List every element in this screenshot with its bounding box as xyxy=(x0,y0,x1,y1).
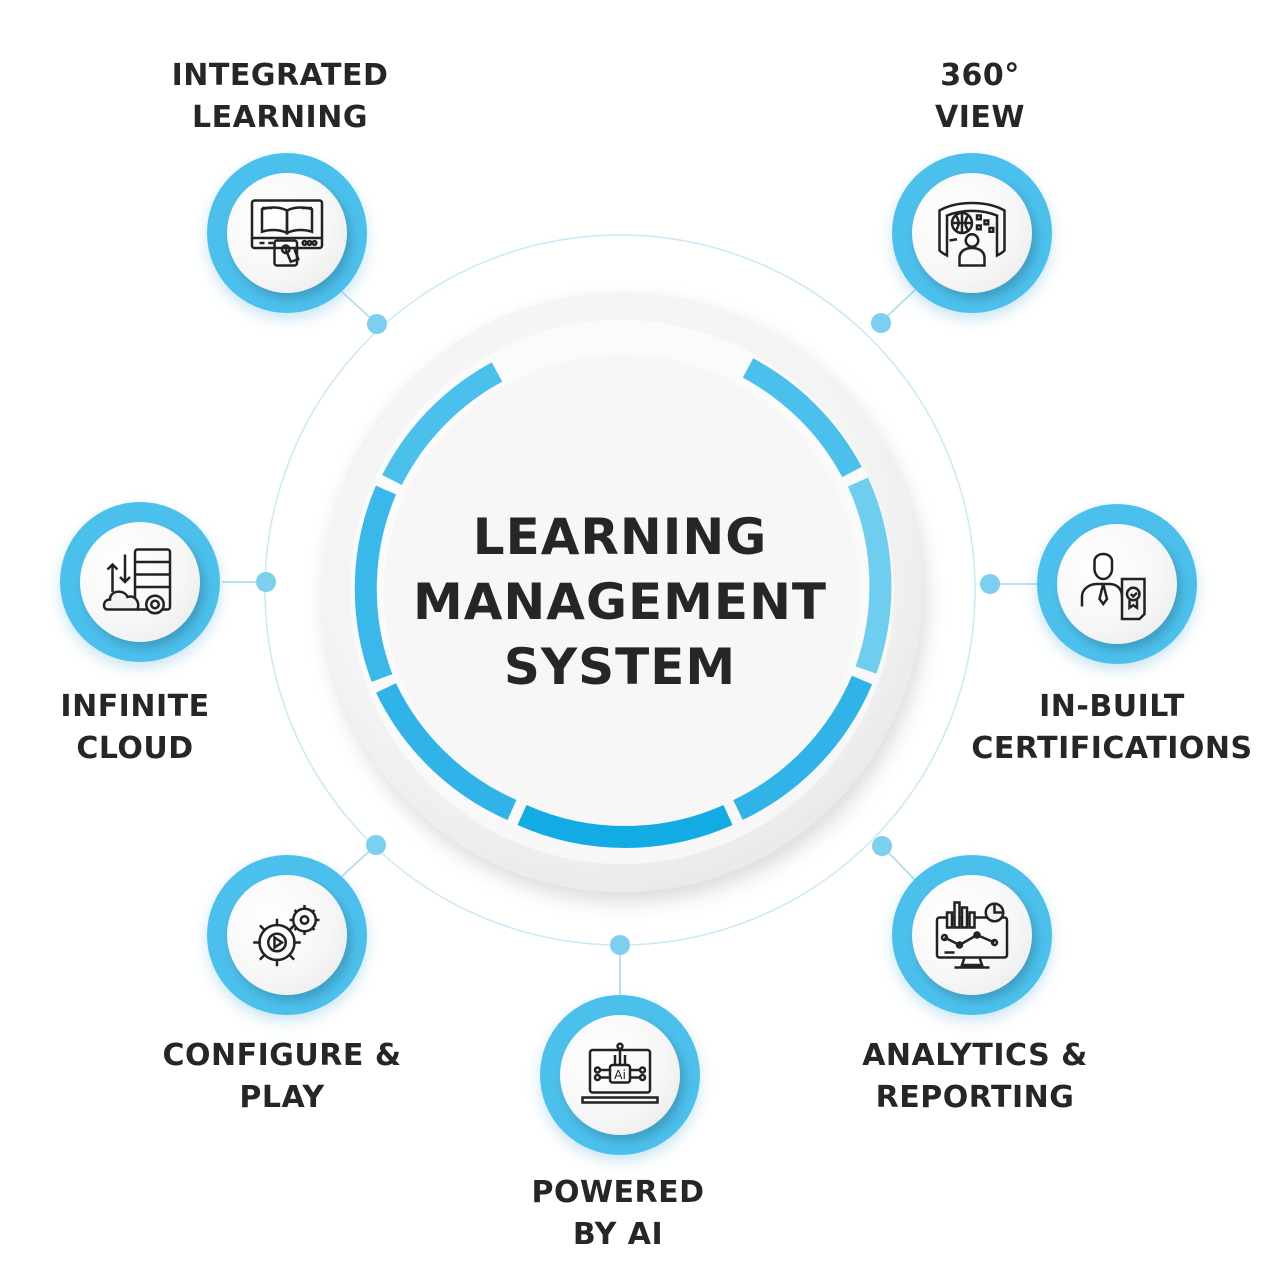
feature-label-line: 360° xyxy=(940,58,1020,93)
book-touchscreen-icon xyxy=(250,199,324,267)
immersive-globe-viewer-icon xyxy=(938,201,1006,267)
feature-label-line: CERTIFICATIONS xyxy=(971,731,1253,766)
feature-node-integrated-learning[interactable] xyxy=(207,153,367,313)
feature-node-in-built-certifications[interactable] xyxy=(1037,504,1197,664)
feature-label-line: IN-BUILT xyxy=(1039,689,1185,724)
center-title-line: SYSTEM xyxy=(503,638,737,696)
node-inner xyxy=(80,522,200,642)
center-title-line: MANAGEMENT xyxy=(412,573,828,631)
feature-label-line: ANALYTICS & xyxy=(862,1038,1088,1073)
feature-node-powered-by-ai[interactable]: Ai xyxy=(540,995,700,1155)
feature-label-analytics-reporting: ANALYTICS & REPORTING xyxy=(862,1035,1088,1119)
center-title-line: LEARNING xyxy=(472,508,768,566)
feature-label-line: VIEW xyxy=(935,100,1025,135)
node-inner xyxy=(912,875,1032,995)
feature-node-360-view[interactable] xyxy=(892,153,1052,313)
segmented-arc xyxy=(354,358,892,848)
feature-label-infinite-cloud: INFINITE CLOUD xyxy=(60,686,209,770)
feature-node-configure-play[interactable] xyxy=(207,855,367,1015)
feature-label-in-built-certifications: IN-BUILT CERTIFICATIONS xyxy=(971,686,1252,770)
feature-label-line: CLOUD xyxy=(76,731,194,766)
node-inner xyxy=(227,173,347,293)
connector-dots xyxy=(256,313,1000,955)
gears-play-icon xyxy=(253,905,320,967)
monitor-charts-icon xyxy=(935,901,1009,969)
svg-text:Ai: Ai xyxy=(614,1067,626,1082)
feature-label-integrated-learning: INTEGRATED LEARNING xyxy=(172,55,389,139)
feature-label-line: LEARNING xyxy=(192,100,368,135)
cloud-server-gear-icon xyxy=(102,548,172,615)
feature-label-line: BY AI xyxy=(572,1217,664,1252)
feature-node-analytics-reporting[interactable] xyxy=(892,855,1052,1015)
ai-laptop-circuit-icon: Ai xyxy=(581,1042,659,1104)
feature-label-line: INTEGRATED xyxy=(171,58,389,93)
feature-label-line: INFINITE xyxy=(60,689,210,724)
feature-label-line: POWERED xyxy=(531,1175,705,1210)
node-inner: Ai xyxy=(560,1015,680,1135)
feature-label-powered-by-ai: POWERED BY AI xyxy=(531,1172,704,1256)
person-certificate-icon xyxy=(1080,552,1146,621)
feature-label-360-view: 360° VIEW xyxy=(935,55,1025,139)
center-title: LEARNING MANAGEMENT SYSTEM xyxy=(413,505,827,700)
feature-label-line: CONFIGURE & xyxy=(162,1038,402,1073)
feature-label-configure-play: CONFIGURE & PLAY xyxy=(163,1035,402,1119)
node-inner xyxy=(912,173,1032,293)
node-inner xyxy=(1057,524,1177,644)
feature-node-infinite-cloud[interactable] xyxy=(60,502,220,662)
feature-label-line: REPORTING xyxy=(875,1080,1075,1115)
node-inner xyxy=(227,875,347,995)
feature-label-line: PLAY xyxy=(239,1080,325,1115)
